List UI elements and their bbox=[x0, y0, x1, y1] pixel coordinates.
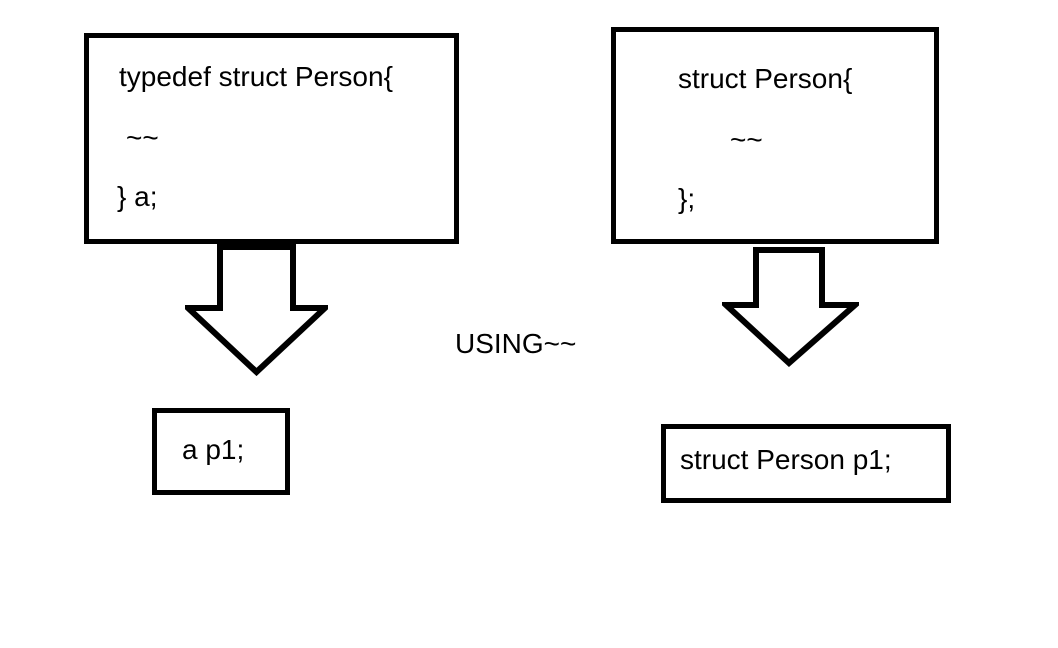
typedef-struct-line-3: } a; bbox=[117, 181, 158, 212]
down-arrow-right-icon bbox=[722, 247, 859, 367]
struct-declaration-text: struct Person p1; bbox=[680, 444, 892, 475]
down-arrow-left-icon bbox=[185, 244, 328, 376]
plain-struct-line-1: struct Person{ bbox=[678, 63, 853, 94]
using-caption: USING~~ bbox=[455, 328, 577, 359]
typedef-declaration-box bbox=[152, 408, 290, 495]
plain-struct-line-3: }; bbox=[678, 183, 696, 214]
typedef-declaration-text: a p1; bbox=[182, 434, 245, 465]
typedef-struct-line-1: typedef struct Person{ bbox=[119, 61, 393, 92]
typedef-struct-box bbox=[84, 33, 459, 244]
plain-struct-box bbox=[611, 27, 939, 244]
struct-declaration-box bbox=[661, 424, 951, 503]
plain-struct-line-2: ~~ bbox=[730, 124, 763, 155]
typedef-struct-line-2: ~~ bbox=[126, 122, 159, 153]
